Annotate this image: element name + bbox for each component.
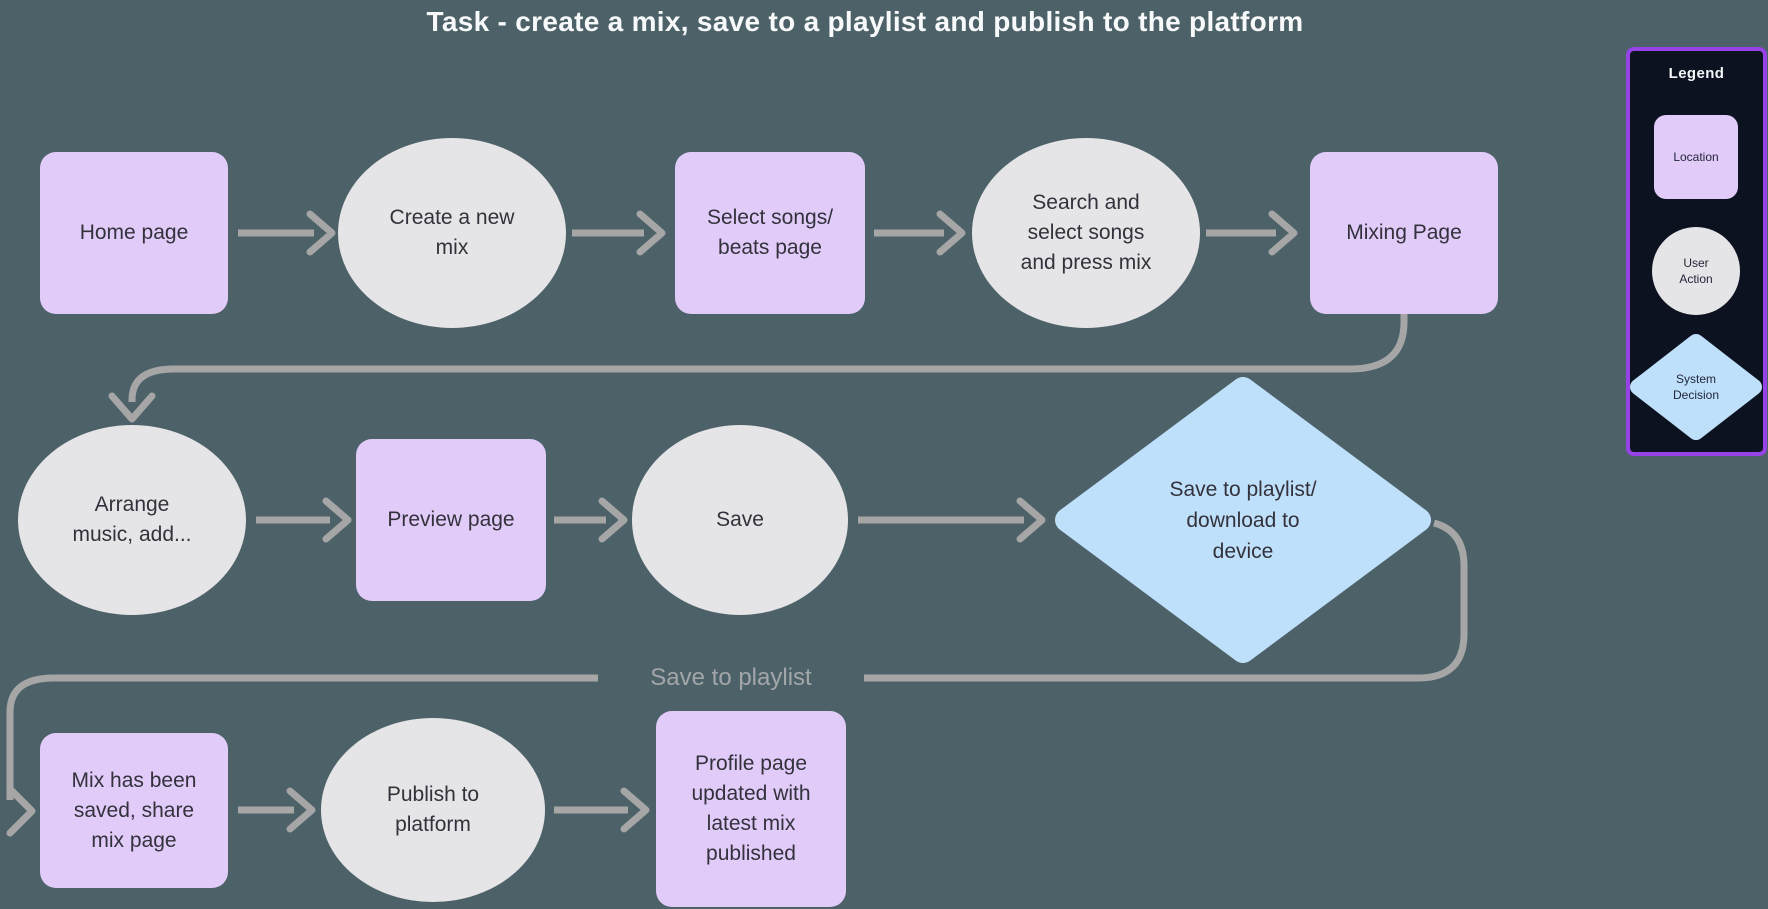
node-label: Profile page updated with latest mix pub… (691, 752, 811, 865)
legend-location-label: Location (1673, 150, 1719, 164)
legend-user-action-label: User Action (1679, 256, 1713, 286)
legend-user-action-swatch: User Action (1652, 227, 1740, 315)
node-save-to-playlist-decision: Save to playlist/ download to device (1043, 370, 1443, 670)
node-arrange-music: Arrange music, add... (18, 425, 246, 615)
node-label: Mixing Page (1346, 221, 1462, 244)
node-save: Save (632, 425, 848, 615)
node-label: Create a new mix (389, 206, 515, 259)
diagram-title: Task - create a mix, save to a playlist … (426, 6, 1304, 37)
node-label: Mix has been saved, share mix page (71, 768, 197, 852)
node-label: Save (716, 508, 764, 531)
node-select-songs-beats-page: Select songs/ beats page (675, 152, 865, 314)
node-profile-page-updated: Profile page updated with latest mix pub… (656, 711, 846, 907)
legend-panel: Legend Location User Action System Decis… (1626, 47, 1767, 456)
diamond-shape (1055, 377, 1431, 663)
node-create-a-new-mix: Create a new mix (338, 138, 566, 328)
node-mix-has-been-saved: Mix has been saved, share mix page (40, 733, 228, 888)
node-label: Home page (79, 221, 189, 244)
node-label: Arrange music, add... (72, 493, 192, 546)
node-label: Select songs/ beats page (706, 206, 834, 259)
legend-system-decision-swatch: System Decision (1626, 331, 1766, 443)
legend-title: Legend (1668, 65, 1725, 82)
node-preview-page: Preview page (356, 439, 546, 601)
node-label: Publish to platform (386, 783, 480, 836)
node-label: Save to playlist/ download to device (1169, 477, 1317, 563)
node-home-page: Home page (40, 152, 228, 314)
node-mixing-page: Mixing Page (1310, 152, 1498, 314)
node-search-and-select-songs: Search and select songs and press mix (972, 138, 1200, 328)
edge-label-save-to-playlist: Save to playlist (650, 664, 812, 691)
node-label: Search and select songs and press mix (1020, 191, 1152, 274)
node-label: Preview page (387, 508, 515, 531)
diamond-icon (1630, 334, 1762, 440)
legend-system-decision-label: System Decision (1672, 372, 1720, 402)
legend-location-swatch: Location (1654, 115, 1738, 199)
node-publish-to-platform: Publish to platform (321, 718, 545, 902)
